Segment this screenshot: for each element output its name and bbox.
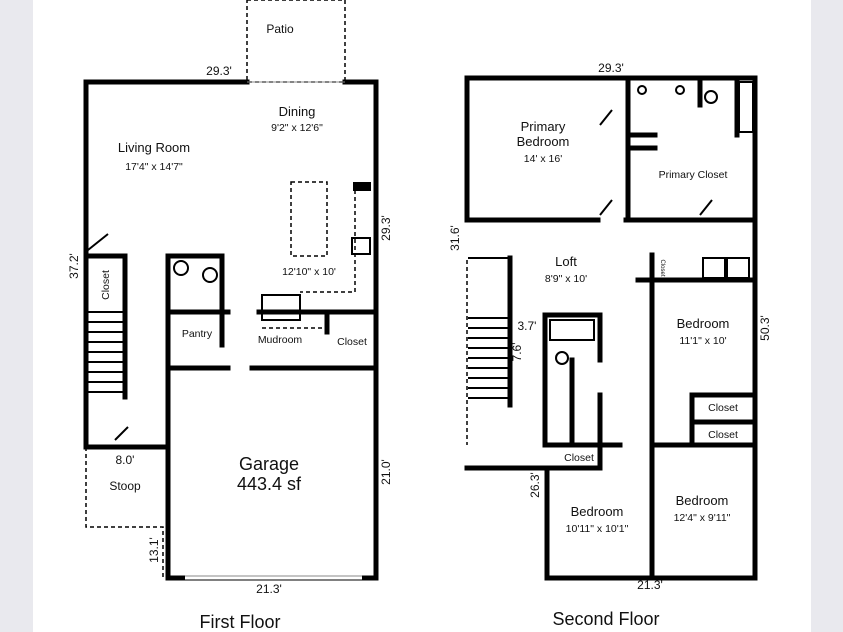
bedroom-2-size: 10'11" x 10'1" [566, 523, 629, 535]
dim-garage-right: 21.0' [379, 459, 393, 485]
pantry-label: Pantry [182, 328, 213, 340]
dim-garage-bottom: 21.3' [256, 582, 282, 596]
sink-icon-2 [675, 85, 685, 95]
living-room-label: Living Room [118, 140, 190, 155]
small-closet-label: Closet [659, 259, 665, 276]
first-floor-title: First Floor [200, 612, 281, 632]
closet-b-label: Closet [708, 429, 738, 441]
dim-left: 37.2' [67, 253, 81, 279]
fridge [353, 182, 371, 191]
bathtub-icon [549, 319, 595, 341]
dining-label: Dining [279, 104, 316, 119]
dim-bath-w: 3.7' [518, 319, 537, 333]
washer-icon [702, 257, 726, 279]
sink-icon [637, 85, 647, 95]
dim-right-2: 50.3' [758, 315, 772, 341]
bedroom-1-label: Bedroom [677, 316, 730, 331]
dim-stoop-left: 13.1' [147, 537, 161, 563]
toilet-icon [704, 90, 718, 104]
bedroom-3-size: 12'4" x 9'11" [674, 512, 731, 524]
stoop-label: Stoop [109, 479, 141, 493]
bedroom-1-size: 11'1" x 10' [679, 335, 726, 347]
first-floor-plan: Patio Dining 9'2" x 12'6" Living Room 17… [67, 0, 393, 632]
kitchen-island [290, 181, 328, 257]
sink-icon [173, 260, 189, 276]
toilet-icon [202, 267, 218, 283]
garage-size: 443.4 sf [237, 474, 302, 494]
dim-bath-h: 7.6' [510, 343, 524, 362]
bedroom-3-label: Bedroom [676, 493, 729, 508]
second-floor-plan: Primary Bedroom 14' x 16' Primary Closet… [448, 61, 772, 629]
primary-closet-label: Primary Closet [659, 169, 728, 181]
loft-label: Loft [555, 254, 577, 269]
stove-icon [351, 237, 371, 255]
dim-stoop: 8.0' [116, 453, 135, 467]
primary-bedroom-label: Primary [521, 119, 566, 134]
dim-right: 29.3' [379, 215, 393, 241]
dining-size: 9'2" x 12'6" [271, 122, 323, 134]
mudroom-closet-label: Closet [337, 336, 367, 348]
primary-bedroom-label-2: Bedroom [517, 134, 570, 149]
closet-a-label: Closet [708, 402, 738, 414]
closet-left-label: Closet [100, 270, 112, 300]
closet-c-label: Closet [564, 452, 594, 464]
dim-left-2: 31.6' [448, 225, 462, 251]
mudroom-label: Mudroom [258, 334, 303, 346]
second-floor-title: Second Floor [552, 609, 659, 629]
dim-bottom-2: 21.3' [637, 578, 663, 592]
dim-left-lower: 26.3' [528, 472, 542, 498]
living-room-size: 17'4" x 14'7" [125, 161, 183, 173]
dim-top-2: 29.3' [598, 61, 624, 75]
patio-outline [246, 0, 346, 83]
dryer-icon [726, 257, 750, 279]
toilet-icon-2 [555, 351, 569, 365]
loft-size: 8'9" x 10' [545, 273, 587, 285]
kitchen-size: 12'10" x 10' [282, 266, 336, 278]
patio-label: Patio [266, 22, 294, 36]
bedroom-2-label: Bedroom [571, 504, 624, 519]
shower-icon [738, 81, 754, 133]
dim-top: 29.3' [206, 64, 232, 78]
primary-bedroom-size: 14' x 16' [524, 153, 562, 165]
garage-label: Garage [239, 454, 299, 474]
